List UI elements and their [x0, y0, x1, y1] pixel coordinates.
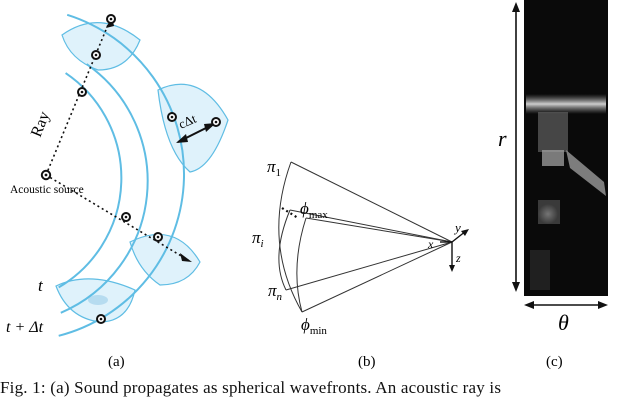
azimuth-theta-label: θ	[558, 310, 569, 335]
panel-c-sonar-image: r θ (c)	[498, 0, 608, 370]
sonar-return-diagonal	[566, 150, 606, 196]
wavefront-middle	[60, 63, 149, 314]
wavefront-points	[40, 14, 221, 324]
wavefront-outer	[58, 13, 186, 337]
plane-ellipsis-dots	[281, 207, 299, 219]
sonar-bright-band	[526, 94, 606, 114]
pi-1-label: π1	[267, 157, 281, 179]
azimuth-arrow-head-left	[524, 301, 534, 309]
plane-pi-i-top	[289, 209, 453, 243]
axis-z-label: z	[455, 251, 461, 265]
axis-y-label: y	[453, 220, 461, 235]
wavefront-point-centers	[44, 17, 218, 321]
azimuth-arrow-head-right	[598, 301, 608, 309]
plane-pi-n-top	[285, 241, 453, 291]
range-arrow-head-top	[512, 2, 520, 12]
range-arrow-head-bottom	[512, 282, 520, 292]
pi-n-label: πn	[268, 281, 283, 303]
axis-z-arrowhead	[449, 265, 455, 272]
subfigure-c-label: (c)	[546, 354, 563, 370]
panel-b-sonar-geometry	[278, 161, 469, 313]
phi-min-edge	[301, 241, 453, 313]
acoustic-source-label: Acoustic source	[10, 184, 84, 196]
range-r-label: r	[498, 126, 507, 151]
phi-max-edge	[305, 217, 453, 243]
figure-caption: Fig. 1: (a) Sound propagates as spherica…	[0, 378, 502, 397]
wavelet-lobe-right	[157, 83, 229, 173]
wavelet-lobe-lower	[129, 233, 201, 286]
c-dt-arrow-head-left	[176, 134, 188, 143]
wavelet-highlight	[88, 295, 108, 305]
plane-pi-n-arc	[296, 217, 307, 313]
time-t-label: t	[38, 276, 44, 295]
c-delta-t-label: cΔt	[176, 111, 199, 132]
wavelet-lobes	[55, 22, 229, 323]
sonar-return-block	[538, 112, 568, 152]
wavefront-inner	[58, 72, 123, 289]
plane-pi-1-arc	[278, 161, 303, 313]
phi-min-label: ϕmin	[301, 315, 327, 337]
axis-x-label: x	[427, 237, 434, 251]
sonar-return-glow	[538, 204, 558, 224]
panel-b-labels: π1 πi πn ϕmax ϕmin x y z (b)	[252, 157, 461, 370]
wavefront-arcs	[58, 13, 186, 337]
pi-i-label: πi	[252, 228, 264, 250]
subfigure-a-label: (a)	[108, 354, 125, 370]
panel-a-wavefront-diagram: Ray Acoustic source cΔt t t + Δt (a)	[6, 13, 229, 370]
wavelet-lobe-top	[61, 22, 141, 71]
coordinate-axes	[440, 230, 467, 268]
axis-y-arrowhead	[461, 229, 469, 236]
plane-pi-i-arc	[278, 209, 291, 291]
sonar-return-bright	[542, 150, 564, 166]
ray-label: Ray	[28, 109, 53, 139]
plane-pi-1-top	[290, 161, 453, 243]
ray-lower-arrowhead	[180, 253, 192, 262]
time-t-plus-dt-label: t + Δt	[6, 319, 44, 336]
phi-max-label: ϕmax	[300, 199, 328, 221]
sonar-noise-bottom	[530, 250, 550, 290]
subfigure-b-label: (b)	[358, 354, 376, 370]
